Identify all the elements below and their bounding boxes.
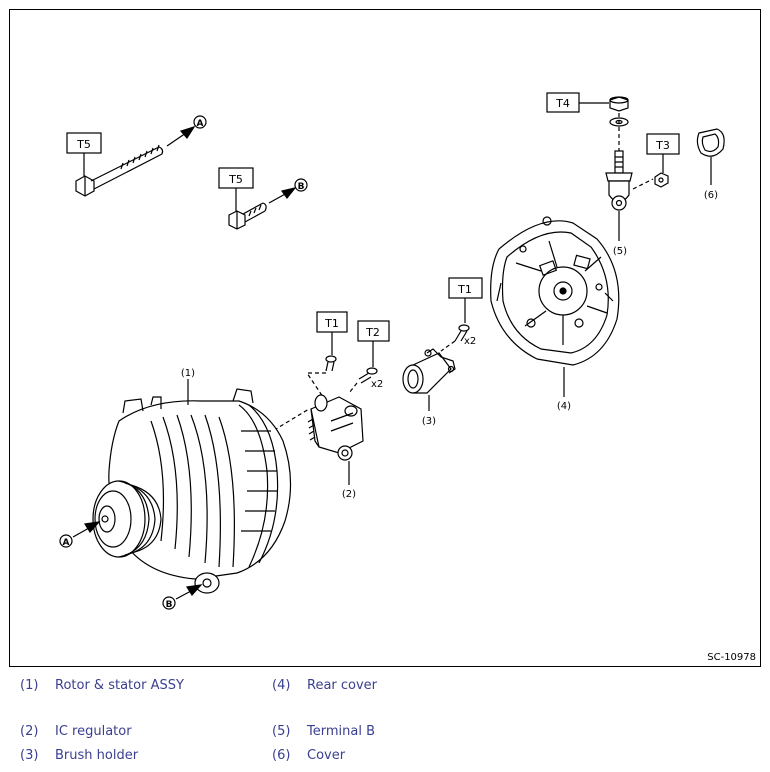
- label-t3: T3: [655, 139, 670, 152]
- regulator-screw-t2: [348, 320, 390, 394]
- terminal-b-part: [605, 150, 654, 241]
- ic-regulator-part: [307, 394, 364, 485]
- regulator-screw-t1: [305, 311, 348, 398]
- qty-t2: x2: [371, 379, 383, 390]
- diagram-canvas: T5 T5 T4 T3 T1 T1 T2 x2 x2 (1) (2) (3) (…: [59, 92, 725, 610]
- terminal-nut-t3: [646, 133, 680, 188]
- rear-cover-part: [490, 216, 620, 397]
- exploded-diagram: T5 T5 T4 T3 T1 T1 T2 x2 x2 (1) (2) (3) (…: [9, 9, 761, 667]
- rotor-stator-part: [92, 379, 292, 594]
- point-b-top: B: [298, 182, 305, 192]
- callout-4: (4): [557, 401, 571, 412]
- label-t5-short: T5: [228, 173, 243, 186]
- label-t5-long: T5: [76, 138, 91, 151]
- terminal-nut-t4: [546, 92, 629, 151]
- legend-item-1: (1)Rotor & stator ASSY: [20, 678, 184, 693]
- callout-2: (2): [342, 489, 356, 500]
- label-t1-regulator: T1: [324, 317, 339, 330]
- legend-item-6: (6)Cover: [272, 748, 346, 763]
- cover-part: [696, 128, 725, 185]
- point-a-pulley: [59, 521, 101, 548]
- figure-id: SC-10978: [707, 652, 756, 663]
- callout-1: (1): [181, 368, 195, 379]
- label-t4: T4: [555, 97, 570, 110]
- callout-3: (3): [422, 416, 436, 427]
- parts-legend: (1)Rotor & stator ASSY (4)Rear cover (2)…: [0, 676, 770, 772]
- point-a-top: A: [197, 119, 204, 129]
- callout-6: (6): [704, 190, 718, 201]
- point-a-bottom: A: [63, 538, 70, 548]
- label-t2: T2: [365, 326, 380, 339]
- legend-item-4: (4)Rear cover: [272, 678, 378, 693]
- label-t1-holder: T1: [457, 283, 472, 296]
- point-b-bottom: B: [166, 600, 173, 610]
- brush-holder-part: [402, 348, 456, 411]
- legend-item-3: (3)Brush holder: [20, 748, 139, 763]
- point-b-mount: [162, 584, 203, 610]
- brush-holder-screw-t1: [440, 277, 483, 352]
- long-bolt-t5: [66, 115, 207, 197]
- qty-t1: x2: [464, 336, 476, 347]
- callout-5: (5): [613, 246, 627, 257]
- legend-item-2: (2)IC regulator: [20, 724, 132, 739]
- legend-item-5: (5)Terminal B: [272, 724, 375, 739]
- short-bolt-t5: [218, 167, 308, 230]
